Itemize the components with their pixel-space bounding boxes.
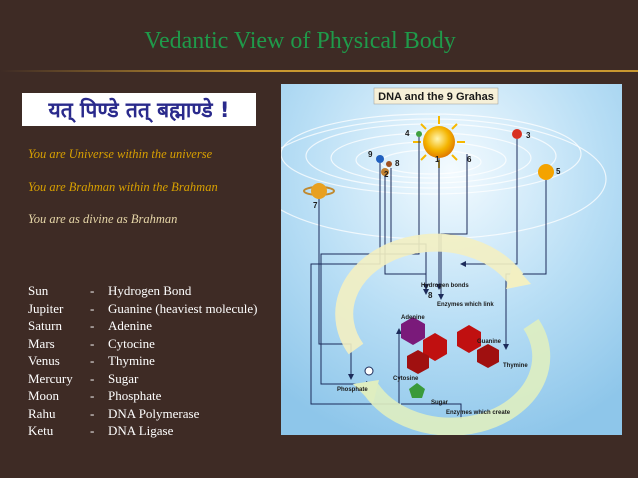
graha-name: Jupiter (28, 300, 64, 316)
label-guanine: Guanine (477, 339, 502, 345)
title-divider (0, 70, 638, 72)
mapping-row-venus: Venus -Thymine (28, 352, 257, 370)
svg-text:1: 1 (435, 155, 440, 164)
component-name: Thymine (108, 353, 155, 368)
component-name: Adenine (108, 318, 153, 333)
svg-text:8: 8 (395, 159, 400, 168)
tagline-universe: You are Universe within the universe (28, 147, 213, 161)
label-enzymes-link: Enzymes which link (437, 302, 494, 308)
phosphate-node (364, 366, 374, 376)
venus-graha (538, 164, 554, 180)
mapping-row-mercury: Mercury -Sugar (28, 370, 257, 388)
cytosine-ring (407, 350, 429, 374)
separator: - (90, 335, 95, 351)
guanine-ring-a (423, 333, 447, 361)
slide-title: Vedantic View of Physical Body (144, 28, 456, 54)
moon-graha (416, 131, 422, 137)
separator: - (90, 405, 95, 421)
label-enzymes-create: Enzymes which create (446, 410, 511, 416)
mapping-row-jupiter: Jupiter -Guanine (heaviest molecule) (28, 300, 257, 318)
graha-name: Moon (28, 388, 60, 403)
figure-title-box (373, 87, 499, 105)
thymine-ring (477, 344, 499, 368)
label-adenine: Adenine (401, 315, 425, 321)
label-hydrogen-bonds: Hydrogen bonds (421, 283, 469, 289)
svg-text:2: 2 (384, 170, 389, 179)
component-name: Sugar (108, 370, 139, 386)
graha-name: Ketu (28, 423, 54, 438)
mapping-row-saturn: Saturn -Adenine (28, 317, 257, 335)
graha-name: Rahu (28, 405, 56, 421)
label-number-8: 8 (428, 291, 433, 300)
sanskrit-text: यत् पिण्डे तत् बह्माण्डे ! (48, 98, 230, 122)
graha-name: Sun (28, 283, 49, 298)
svg-text:5: 5 (556, 167, 561, 176)
mapping-row-rahu: Rahu -DNA Polymerase (28, 405, 257, 423)
separator: - (90, 283, 95, 298)
dna-grahas-illustration: DNA and the 9 Grahas 1 2 3 4 5 6 7 8 9 (281, 84, 622, 435)
separator: - (90, 423, 95, 438)
separator: - (90, 388, 95, 403)
component-name: Phosphate (108, 388, 162, 403)
svg-text:3: 3 (526, 131, 531, 140)
component-name: DNA Ligase (108, 423, 174, 438)
mapping-row-moon: Moon -Phosphate (28, 387, 257, 405)
tagline-brahman: You are Brahman within the Brahman (28, 180, 218, 194)
guanine-ring-b (457, 325, 481, 353)
component-name: Guanine (heaviest molecule) (108, 300, 258, 316)
component-name: Cytocine (108, 335, 155, 351)
label-phosphate: Phosphate (337, 387, 368, 393)
planet-number-labels: 1 2 3 4 5 6 7 8 9 (313, 129, 561, 210)
tagline-divine: You are as divine as Brahman (28, 212, 178, 226)
separator: - (90, 318, 95, 333)
label-cytosine: Cytosine (393, 376, 419, 382)
graha-name: Venus (28, 353, 60, 368)
dna-grahas-figure: DNA and the 9 Grahas 1 2 3 4 5 6 7 8 9 (281, 84, 622, 435)
component-name: DNA Polymerase (108, 405, 200, 421)
mercury-graha (376, 155, 384, 163)
component-name: Hydrogen Bond (108, 283, 192, 298)
mapping-row-sun: Sun -Hydrogen Bond (28, 282, 257, 300)
rahu-graha (386, 161, 392, 167)
saturn-graha (303, 183, 335, 199)
sanskrit-banner: यत् पिण्डे तत् बह्माण्डे ! (22, 93, 256, 126)
separator: - (90, 370, 95, 386)
adenine-ring (401, 317, 425, 345)
svg-text:9: 9 (368, 150, 373, 159)
separator: - (90, 353, 95, 368)
sun-graha (423, 126, 455, 158)
label-sugar: Sugar (431, 400, 449, 406)
figure-title: DNA and the 9 Grahas (378, 91, 494, 103)
label-thymine: Thymine (503, 363, 528, 369)
mars-graha (512, 129, 522, 139)
sugar-pentagon (409, 383, 425, 398)
graha-name: Mars (28, 335, 55, 351)
mapping-row-mars: Mars -Cytocine (28, 335, 257, 353)
graha-name: Mercury (28, 370, 73, 386)
svg-text:6: 6 (467, 155, 472, 164)
graha-name: Saturn (28, 318, 62, 333)
ketu-graha (381, 168, 389, 176)
dna-cycle (335, 233, 551, 435)
mapping-row-ketu: Ketu -DNA Ligase (28, 422, 257, 440)
graha-mapping-list: Sun-Hydrogen Bond Jupiter-Guanine (heavi… (28, 282, 257, 440)
svg-text:4: 4 (405, 129, 410, 138)
svg-text:7: 7 (313, 201, 318, 210)
separator: - (90, 300, 95, 316)
